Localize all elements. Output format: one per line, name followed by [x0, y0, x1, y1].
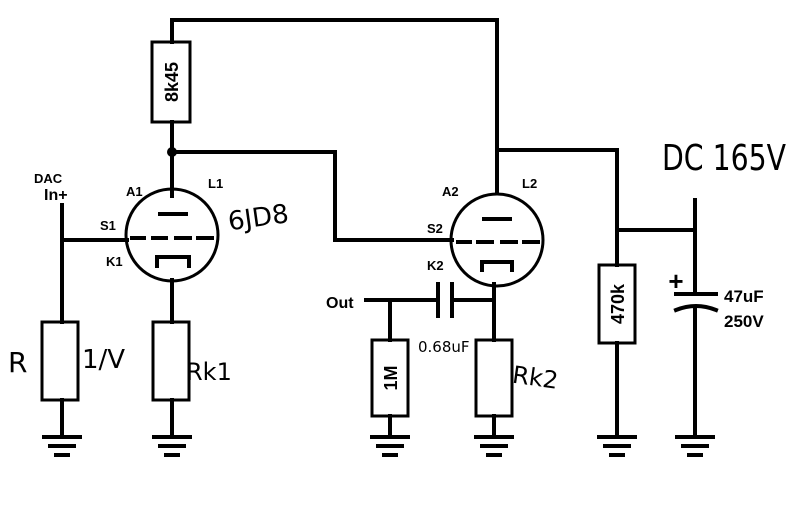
ground-4: [474, 435, 514, 457]
label-in-plus: In+: [44, 187, 68, 204]
resistor-rk2: [474, 338, 514, 418]
resistor-rk1: [151, 320, 191, 402]
label-s1: S1: [100, 218, 116, 233]
label-rk1: Rk1: [186, 358, 232, 386]
ground-6: [597, 435, 637, 457]
ground-7: [675, 435, 715, 457]
ground-3: [370, 435, 410, 457]
tube-2: [449, 192, 545, 288]
label-tube: 6JD8: [226, 199, 290, 237]
label-1m: 1M: [381, 365, 401, 390]
label-coupling-cap: 0.68uF: [418, 338, 470, 356]
label-dc-165v: DC 165V: [662, 138, 786, 179]
label-cap-plus: +: [668, 266, 683, 296]
ground-1: [42, 435, 82, 457]
label-a1: A1: [126, 184, 143, 199]
ground-2: [152, 435, 192, 457]
resistor-input: [40, 320, 80, 402]
label-out: Out: [326, 295, 354, 312]
label-47uf: 47uF: [724, 287, 764, 306]
label-250v: 250V: [724, 312, 764, 331]
wire-a1-to-s2: [170, 150, 454, 242]
label-dac: DAC: [34, 171, 63, 186]
label-r-input: R: [8, 346, 27, 379]
wire-top: [170, 18, 499, 194]
label-rk2: Rk2: [511, 361, 560, 395]
label-l1: L1: [208, 176, 223, 191]
tube-1: [124, 187, 220, 283]
label-k2: K2: [427, 258, 444, 273]
label-8k45: 8k45: [162, 62, 182, 102]
wire-a2-to-470k: [495, 148, 619, 267]
label-l2: L2: [522, 176, 537, 191]
label-r-input-value: 1/V: [82, 345, 125, 375]
label-470k: 470k: [608, 283, 628, 324]
label-a2: A2: [442, 184, 459, 199]
label-s2: S2: [427, 221, 443, 236]
label-k1: K1: [106, 254, 123, 269]
